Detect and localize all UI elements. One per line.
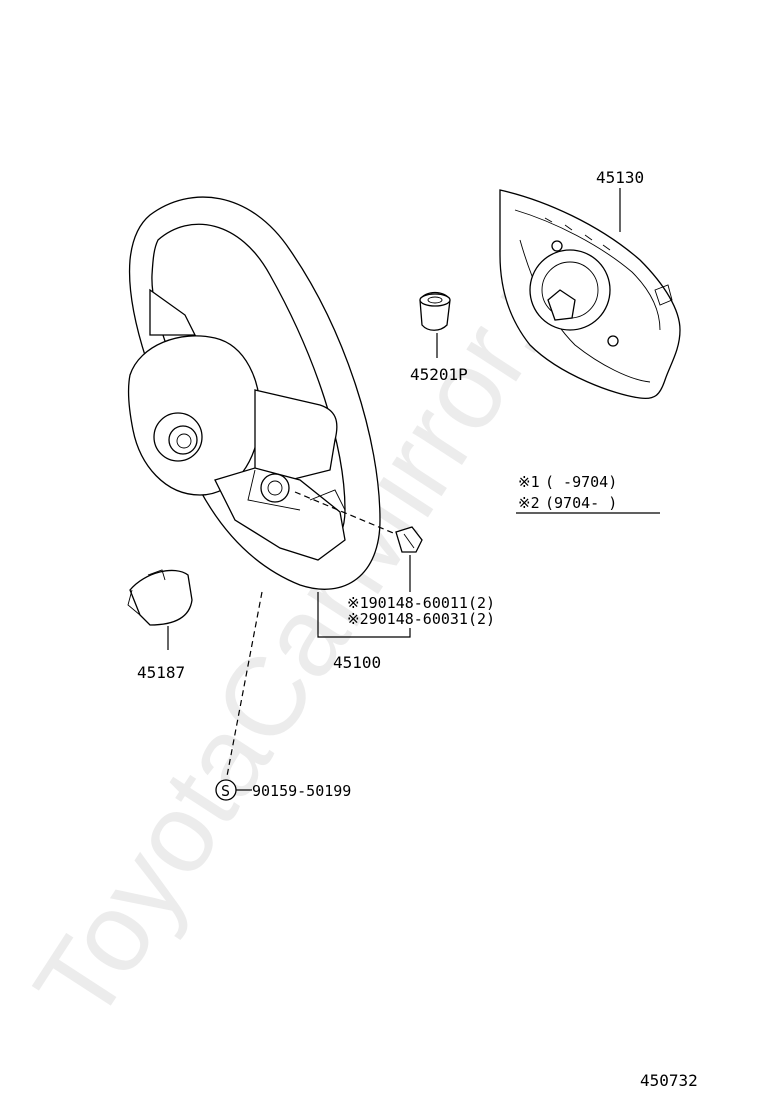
part-number-45201p: 45201P (410, 365, 468, 384)
horn-pad-illustration (499, 189, 681, 400)
nut-illustration (419, 291, 451, 331)
bolt-part-number-2: ※290148-60031(2) (347, 610, 495, 628)
leader-45100 (317, 592, 411, 638)
note-2-range: (9704- ) (545, 494, 617, 512)
note-1-mark: ※1 (518, 473, 540, 491)
screw-symbol: S (221, 782, 230, 800)
part-number-45187: 45187 (137, 663, 185, 682)
diagram-number: 450732 (640, 1071, 698, 1090)
part-number-45100: 45100 (333, 653, 381, 672)
note-2-mark: ※2 (518, 494, 540, 512)
applicability-notes: ※1 ( -9704) ※2 (9704- ) (516, 473, 660, 514)
part-number-45130: 45130 (596, 168, 644, 187)
bolt-part-number-1: ※190148-60011(2) (347, 594, 495, 612)
bolt-illustration (294, 491, 423, 592)
screw-dashed-leader (226, 591, 263, 777)
screw-part-number: 90159-50199 (252, 782, 351, 800)
steering-wheel-illustration (127, 196, 381, 590)
note-1-range: ( -9704) (545, 473, 617, 491)
cap-illustration (127, 569, 193, 626)
